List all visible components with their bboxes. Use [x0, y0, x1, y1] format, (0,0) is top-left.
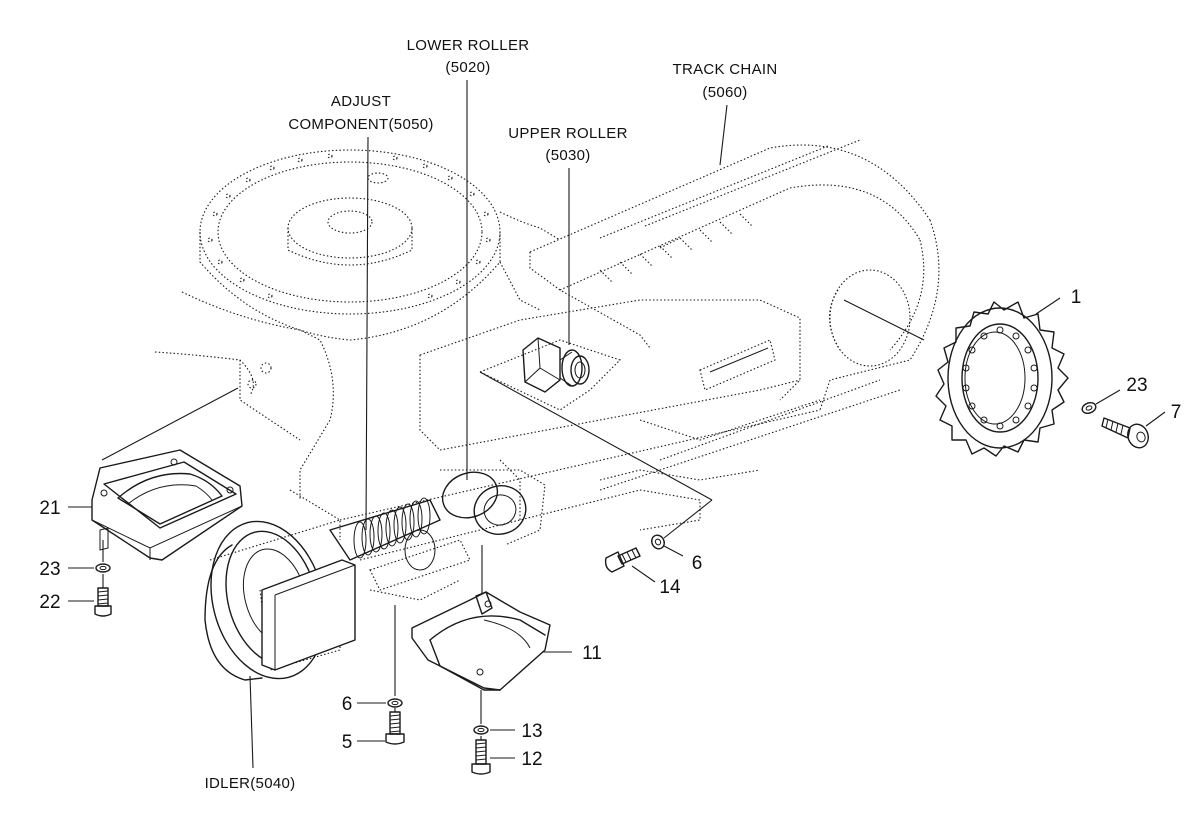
washer-23-left: [95, 563, 111, 573]
sprocket: [935, 301, 1069, 457]
idler: [204, 520, 356, 681]
callout-7: 7: [1171, 402, 1182, 423]
upper-roller-code: (5030): [545, 147, 590, 164]
component-labels: LOWER ROLLER (5020) TRACK CHAIN (5060) A…: [205, 37, 778, 792]
callout-13: 13: [521, 721, 542, 742]
callout-1: 1: [1071, 287, 1082, 308]
washer-23-right: [1081, 402, 1097, 414]
washer-13: [473, 725, 489, 735]
upper-roller: [522, 337, 590, 393]
bolt-12: [471, 739, 491, 775]
callout-11: 11: [582, 643, 602, 664]
washer-6-bottom: [387, 698, 403, 708]
lower-roller-label: LOWER ROLLER: [407, 37, 530, 54]
lower-roller: [440, 459, 546, 546]
track-frame: [154, 211, 821, 561]
bolt-22: [94, 587, 112, 617]
upper-roller-label: UPPER ROLLER: [508, 125, 627, 142]
adjust-spring: [329, 497, 471, 601]
callout-6-bottom: 6: [342, 694, 353, 715]
callout-12: 12: [521, 749, 542, 770]
guard-11: [411, 591, 551, 691]
callout-21: 21: [39, 498, 60, 519]
callout-numbers: 1 23 7 21 23 22 6 14 11 6 5 13 12: [39, 287, 1181, 770]
callout-5: 5: [342, 732, 353, 753]
lower-roller-code: (5020): [445, 59, 490, 76]
bolt-14: [604, 547, 641, 573]
adjust-component-code: COMPONENT(5050): [288, 116, 433, 133]
guard-21: [91, 449, 243, 561]
bolt-7: [1101, 417, 1149, 449]
track-chain-label: TRACK CHAIN: [673, 61, 778, 78]
callout-14: 14: [659, 577, 681, 598]
bolt-5: [385, 711, 405, 745]
adjust-component-label: ADJUST: [331, 93, 391, 110]
callout-22: 22: [39, 592, 60, 613]
washer-6-right: [651, 534, 665, 550]
callout-23-right: 23: [1126, 375, 1147, 396]
callout-23-left: 23: [39, 559, 60, 580]
leader-lines: [68, 80, 1166, 769]
callout-6-right: 6: [692, 553, 703, 574]
track-chain-code: (5060): [702, 84, 747, 101]
idler-label: IDLER(5040): [205, 775, 296, 792]
swing-bearing: [199, 149, 501, 341]
